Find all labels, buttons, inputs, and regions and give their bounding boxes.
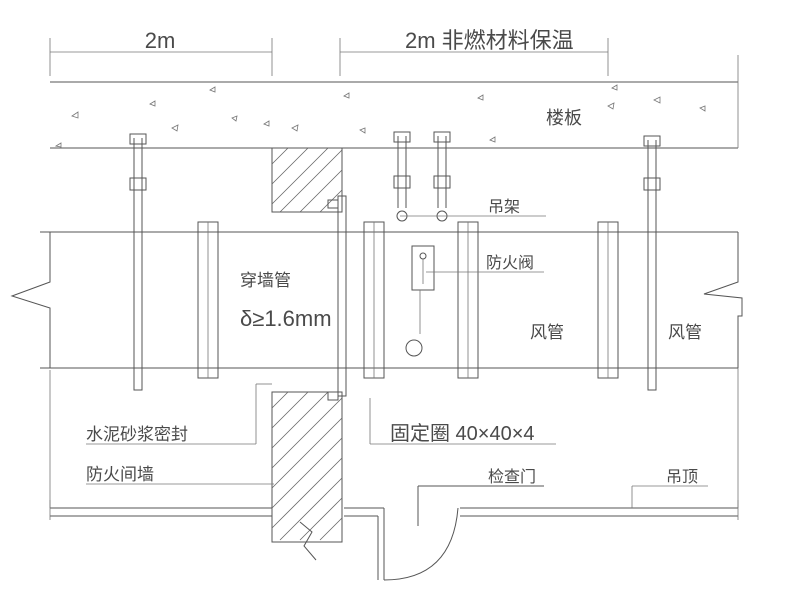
dimension-right-label: 2m 非燃材料保温: [405, 28, 574, 53]
label-hanger: 吊架: [488, 198, 520, 216]
label-duct-center: 风管: [530, 323, 564, 342]
fire-wall-lower: [255, 383, 343, 561]
fire-damper: [405, 245, 435, 357]
label-fire-damper: 防火阀: [486, 254, 534, 272]
dimension-right: 2m 非燃材料保温: [339, 28, 609, 76]
dimension-left: 2m: [49, 28, 273, 76]
ceiling-lines: [49, 316, 739, 520]
duct-flanges: [197, 221, 619, 379]
label-sleeve: 穿墙管: [240, 271, 291, 290]
label-fix-ring: 固定圈 40×40×4: [390, 422, 535, 445]
floor-slab: [50, 55, 739, 149]
slab-aggregate-marks: [54, 84, 706, 148]
leader-lines: [86, 215, 708, 508]
wall-sleeve: [327, 195, 347, 401]
dimension-left-label: 2m: [145, 28, 176, 53]
label-sleeve-spec: δ≥1.6mm: [240, 306, 332, 331]
label-duct-right: 风管: [668, 323, 702, 342]
label-ceiling: 吊顶: [666, 468, 698, 486]
hangers: [129, 131, 661, 391]
fire-wall-upper: [271, 147, 343, 213]
label-mortar-seal: 水泥砂浆密封: [86, 425, 188, 444]
label-access-door: 检查门: [488, 468, 536, 486]
air-duct: [10, 231, 743, 369]
label-firewall: 防火间墙: [86, 465, 154, 484]
label-slab: 楼板: [546, 108, 582, 128]
access-door: [377, 485, 544, 581]
